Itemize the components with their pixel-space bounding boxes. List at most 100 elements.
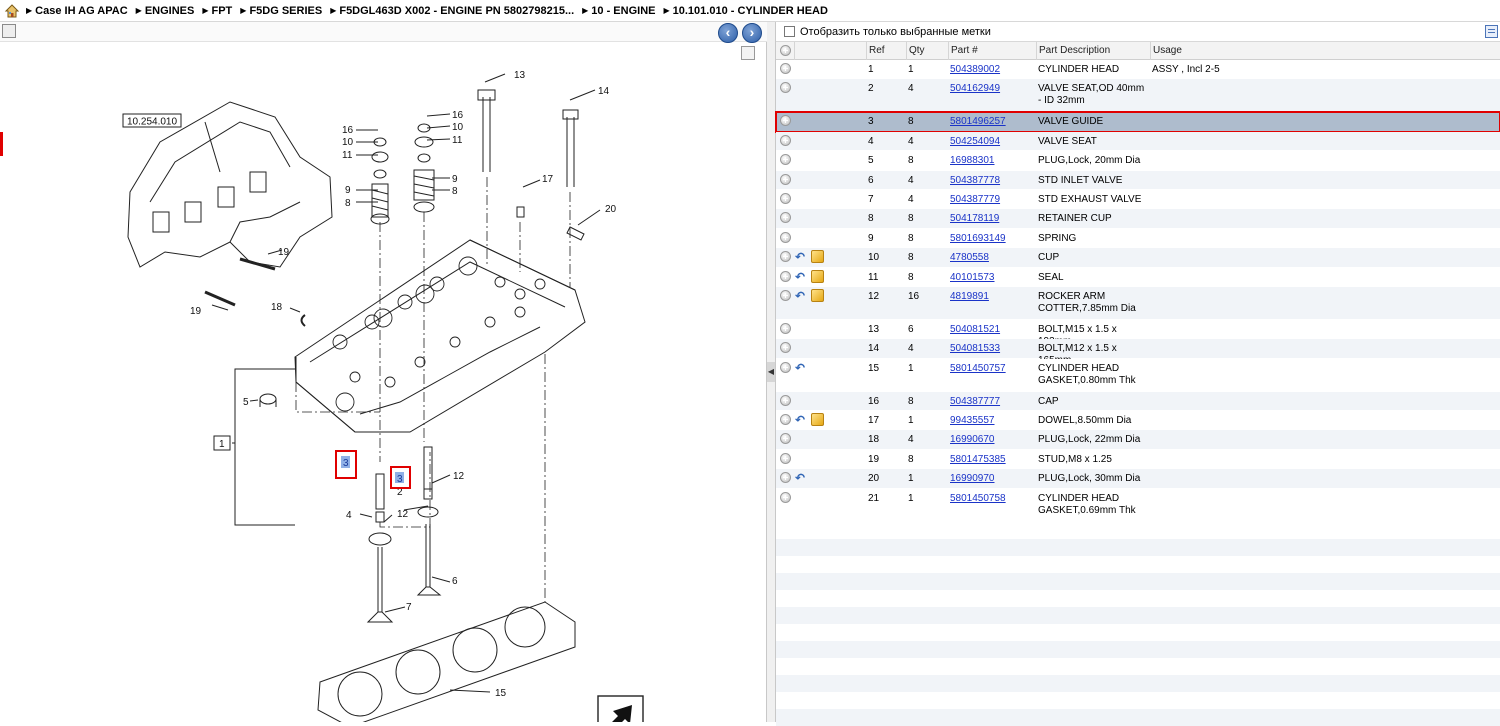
add-circle-icon[interactable]: [780, 433, 791, 445]
add-circle-icon[interactable]: [780, 231, 791, 243]
export-list-icon[interactable]: [1485, 25, 1498, 38]
callout-13[interactable]: 13: [514, 70, 526, 81]
package-icon[interactable]: [811, 288, 824, 302]
arrow-right-icon[interactable]: ›: [742, 23, 762, 43]
add-circle-icon[interactable]: [780, 452, 791, 464]
callout-19-upper[interactable]: 19: [278, 247, 290, 258]
callout-10-left[interactable]: 10: [342, 137, 354, 148]
callout-7[interactable]: 7: [406, 602, 412, 613]
header-part-number[interactable]: Part #: [948, 42, 1036, 60]
breadcrumb-item-7[interactable]: ▶10.101.010 - CYLINDER HEAD: [663, 4, 828, 17]
callout-6[interactable]: 6: [452, 576, 458, 587]
undo-arrow-icon[interactable]: ↶: [795, 250, 806, 265]
callout-8-right[interactable]: 8: [452, 186, 458, 197]
part-number-link[interactable]: 504254094: [950, 135, 1001, 147]
part-number-link[interactable]: 504389002: [950, 64, 1001, 75]
add-circle-icon[interactable]: [780, 134, 791, 146]
arrow-left-icon[interactable]: ‹: [718, 23, 738, 43]
callout-9-right[interactable]: 9: [452, 174, 458, 185]
callout-5[interactable]: 5: [243, 397, 249, 408]
callout-17[interactable]: 17: [542, 174, 554, 185]
header-part-description[interactable]: Part Description: [1036, 42, 1150, 60]
add-circle-icon[interactable]: [780, 82, 791, 94]
undo-arrow-icon[interactable]: ↶: [795, 413, 806, 428]
add-circle-icon[interactable]: [780, 115, 791, 127]
next-diagram-arrow-icon[interactable]: [604, 705, 632, 722]
add-circle-icon[interactable]: [780, 342, 791, 354]
add-circle-icon[interactable]: [780, 63, 791, 74]
callout-19-lower[interactable]: 19: [190, 306, 202, 317]
collapse-left-icon[interactable]: ◀: [767, 362, 775, 382]
part-number-link[interactable]: 99435557: [950, 415, 995, 427]
add-circle-icon[interactable]: [780, 322, 791, 334]
header-usage[interactable]: Usage: [1150, 42, 1500, 60]
breadcrumb-item-2[interactable]: ▶ENGINES: [135, 4, 195, 17]
part-number-link[interactable]: 504387778: [950, 174, 1001, 186]
callout-4[interactable]: 4: [346, 510, 352, 521]
part-number-link[interactable]: 504387779: [950, 193, 1001, 205]
callout-10-right[interactable]: 10: [452, 122, 464, 133]
callout-16-left[interactable]: 16: [342, 125, 354, 136]
add-circle-icon[interactable]: [780, 394, 791, 406]
diagram-ref-box[interactable]: 10.254.010: [127, 117, 177, 128]
undo-arrow-icon[interactable]: ↶: [795, 471, 806, 486]
add-circle-icon[interactable]: [780, 289, 791, 301]
header-ref[interactable]: Ref: [866, 42, 906, 60]
add-circle-icon[interactable]: [780, 491, 791, 503]
add-circle-icon[interactable]: [780, 414, 791, 426]
part-number-link[interactable]: 504081521: [950, 323, 1001, 335]
add-circle-icon[interactable]: [780, 270, 791, 282]
show-selected-checkbox[interactable]: [784, 26, 795, 37]
callout-8-left[interactable]: 8: [345, 198, 351, 209]
callout-11-left[interactable]: 11: [342, 150, 353, 161]
part-number-link[interactable]: 504081533: [950, 343, 1001, 355]
diagram-option-box[interactable]: [741, 46, 755, 60]
add-circle-icon[interactable]: [780, 212, 791, 224]
part-number-link[interactable]: 16988301: [950, 155, 995, 167]
pane-splitter[interactable]: ◀: [767, 22, 776, 722]
callout-9-left[interactable]: 9: [345, 185, 351, 196]
callout-20[interactable]: 20: [605, 204, 617, 215]
callout-12-left[interactable]: 12: [397, 509, 409, 520]
breadcrumb-item-3[interactable]: ▶FPT: [202, 4, 233, 17]
callout-3-highlighted-right[interactable]: 3: [397, 474, 403, 485]
callout-14[interactable]: 14: [598, 86, 610, 97]
part-number-link[interactable]: 16990670: [950, 434, 995, 446]
undo-arrow-icon[interactable]: ↶: [795, 269, 806, 284]
exploded-diagram[interactable]: 10.254.010 1 13 14 16 10 11 16 10 11 9 8…: [0, 22, 767, 722]
part-number-link[interactable]: 5801475385: [950, 453, 1006, 465]
callout-18[interactable]: 18: [271, 302, 283, 313]
package-icon[interactable]: [811, 413, 824, 427]
home-icon[interactable]: [4, 3, 20, 19]
add-circle-icon[interactable]: [780, 45, 791, 56]
part-number-link[interactable]: 5801496257: [950, 116, 1006, 128]
callout-2[interactable]: 2: [397, 487, 403, 498]
part-number-link[interactable]: 5801693149: [950, 232, 1006, 244]
collapse-panel-icon[interactable]: [2, 24, 16, 38]
part-number-link[interactable]: 5801450758: [950, 492, 1006, 504]
add-circle-icon[interactable]: [780, 472, 791, 484]
add-circle-icon[interactable]: [780, 154, 791, 166]
undo-arrow-icon[interactable]: ↶: [795, 288, 806, 303]
callout-15[interactable]: 15: [495, 688, 507, 699]
breadcrumb-item-1[interactable]: ▶Case IH AG APAC: [26, 4, 128, 17]
